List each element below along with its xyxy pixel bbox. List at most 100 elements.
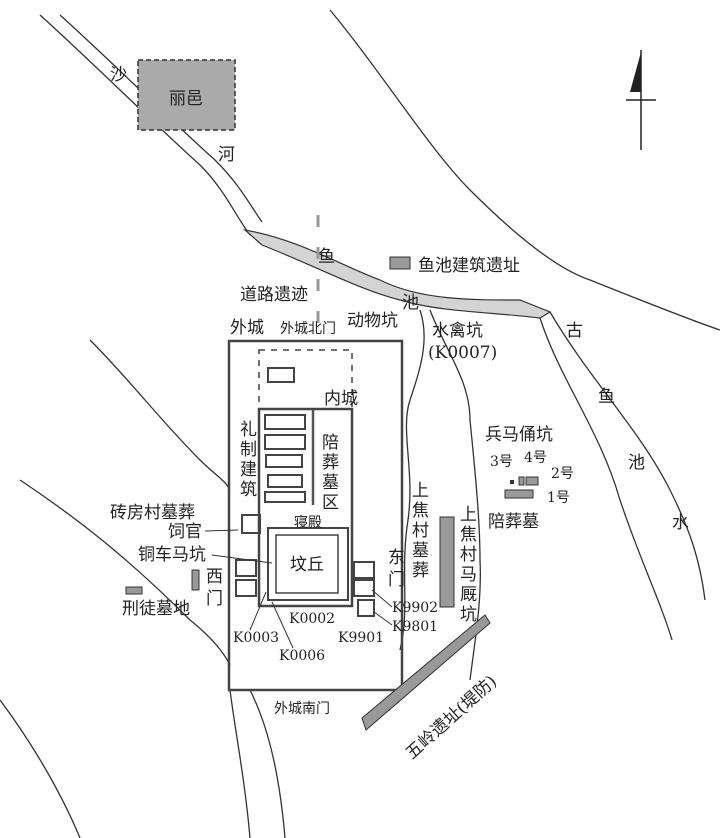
pit-1	[504, 489, 534, 499]
sha-river	[39, 14, 251, 236]
svg-text:葬: 葬	[322, 453, 339, 473]
label-k9801: K9801	[392, 619, 438, 635]
label-gu: 古	[566, 321, 583, 341]
ridge-line-2	[429, 309, 481, 681]
svg-text:陪: 陪	[322, 433, 339, 453]
convict-cemetery	[125, 586, 143, 595]
label-sha: 沙	[110, 65, 127, 85]
wuling-levee	[361, 614, 491, 731]
gu-yuchi-river	[549, 311, 706, 601]
svg-text:焦: 焦	[412, 501, 429, 521]
svg-text:上: 上	[412, 481, 429, 501]
shangjiao-stable-pits	[439, 516, 455, 608]
label-k9901: K9901	[338, 630, 384, 646]
svg-text:马: 马	[460, 565, 477, 585]
label-mound: 坟丘	[290, 555, 324, 575]
label-burial-area: 陪葬 墓区	[322, 433, 339, 513]
k0006-leader	[271, 601, 294, 649]
svg-text:村: 村	[460, 545, 477, 565]
svg-text:东: 东	[388, 548, 405, 568]
label-k0006: K0006	[279, 648, 325, 664]
svg-text:上: 上	[460, 505, 477, 525]
ridge-line-5	[229, 689, 251, 838]
ridge-line-7	[0, 699, 81, 838]
inner-city-north-wall	[258, 349, 353, 410]
west-tomb-block	[191, 569, 200, 591]
label-chi-2: 池	[628, 453, 645, 473]
svg-text:礼: 礼	[240, 420, 257, 440]
svg-text:门: 门	[388, 570, 405, 590]
label-waterfowl-code: (K0007)	[428, 343, 497, 363]
label-yu-1: 鱼	[318, 247, 335, 267]
svg-text:建: 建	[240, 460, 257, 480]
label-zhuanfang: 砖房村墓葬	[110, 503, 195, 523]
outer-city-wall	[227, 339, 404, 692]
label-satellite-tomb: 陪葬墓	[488, 512, 539, 532]
svg-text:村: 村	[412, 521, 429, 541]
label-outer-south-gate: 外城南门	[274, 701, 330, 717]
inner-city-wall	[257, 407, 354, 608]
label-outer-city: 外城	[230, 318, 264, 338]
river-upper	[329, 9, 720, 331]
label-shangjiao-stable: 上焦 村马 厩坑	[460, 505, 477, 625]
k9902-leader	[371, 589, 393, 608]
svg-text:筑: 筑	[240, 480, 257, 500]
siguan-leader	[204, 529, 239, 532]
label-pit-4: 4号	[524, 450, 547, 466]
gu-yuchi-river-2	[539, 317, 673, 641]
label-k0003: K0003	[233, 630, 279, 646]
ridge-line-4	[19, 479, 231, 666]
label-pit-1: 1号	[547, 490, 570, 506]
svg-text:坑: 坑	[460, 605, 477, 625]
label-pit-3: 3号	[490, 454, 513, 470]
svg-text:葬: 葬	[412, 561, 429, 581]
label-west-gate: 西门	[206, 567, 223, 609]
k0003-leader	[249, 591, 267, 631]
label-siguan: 饲官	[168, 522, 202, 542]
sha-river-bank	[59, 14, 263, 223]
label-shangjiao-tombs: 上焦 村墓 葬	[412, 481, 429, 581]
label-he: 河	[218, 145, 235, 165]
svg-text:厩: 厩	[460, 585, 477, 605]
svg-text:制: 制	[240, 440, 257, 460]
liyi-box	[137, 59, 236, 131]
ridge-line-1	[399, 309, 425, 651]
mound-outline	[267, 527, 349, 601]
svg-text:墓: 墓	[412, 541, 429, 561]
svg-text:墓: 墓	[322, 473, 339, 493]
label-k9902: K9902	[392, 600, 438, 616]
label-pit-2: 2号	[551, 466, 574, 482]
label-inner-city: 内城	[324, 389, 358, 409]
svg-text:门: 门	[206, 589, 223, 609]
yuchi-building-site	[389, 256, 411, 270]
ritual-buildings	[235, 367, 375, 617]
pit-3	[510, 480, 514, 484]
ridge-line-6	[249, 689, 286, 838]
label-k0002: K0002	[289, 611, 335, 627]
label-waterfowl-pit: 水禽坑	[432, 321, 483, 341]
label-terracotta: 兵马俑坑	[485, 425, 553, 445]
bronze-chariot-leader	[211, 554, 273, 564]
label-yu-2: 鱼	[598, 387, 615, 407]
pit-2	[525, 476, 539, 486]
mound	[275, 534, 339, 594]
label-qindian: 寝殿	[294, 514, 322, 531]
label-chi-1: 池	[402, 293, 419, 313]
north-arrow-icon	[626, 50, 656, 150]
pit-4	[518, 476, 525, 486]
label-animal-pit: 动物坑	[347, 311, 398, 331]
svg-text:西: 西	[206, 567, 223, 587]
label-road: 道路遗迹	[240, 285, 308, 305]
svg-text:区: 区	[322, 493, 339, 513]
label-convict: 刑徒墓地	[122, 599, 190, 619]
label-liyi: 丽邑	[169, 89, 203, 109]
label-yuchi-building: 鱼池建筑遗址	[418, 256, 520, 276]
label-ritual-buildings: 礼制 建筑	[240, 420, 257, 500]
label-bronze-chariot: 铜车马坑	[138, 545, 206, 565]
k9801-leader	[373, 611, 393, 626]
label-east-gate: 东门	[388, 548, 405, 590]
label-shui: 水	[672, 513, 689, 533]
svg-text:焦: 焦	[460, 525, 477, 545]
label-outer-north-gate: 外城北门	[280, 321, 336, 337]
